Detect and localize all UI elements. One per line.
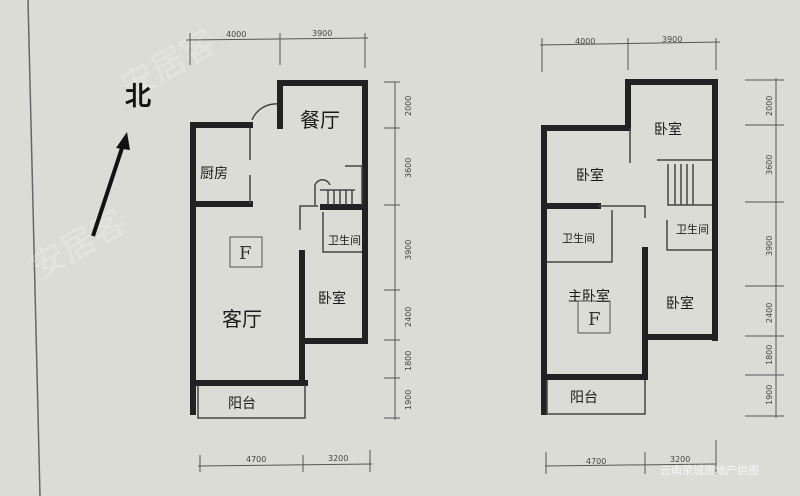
walls bbox=[541, 79, 718, 415]
dimension-lines bbox=[539, 38, 784, 474]
dim-side-6: 1900 bbox=[404, 390, 413, 410]
room-balcony: 阳台 bbox=[228, 396, 256, 412]
dim-bottom-2: 3200 bbox=[670, 455, 690, 464]
dim-top-2: 3900 bbox=[312, 29, 332, 38]
dim-top-2: 3900 bbox=[662, 35, 682, 44]
floor-1-plan: 4000 3900 4700 3200 2000 3600 3900 2400 … bbox=[185, 29, 413, 472]
marker-box bbox=[577, 300, 611, 334]
marker-f: F bbox=[239, 243, 252, 264]
dimension-lines bbox=[185, 33, 400, 472]
dim-bottom-2: 3200 bbox=[328, 454, 348, 463]
dim-side-2: 3600 bbox=[765, 155, 774, 175]
room-bathroom-w: 卫生间 bbox=[562, 231, 595, 245]
dim-side-3: 3900 bbox=[404, 240, 413, 260]
room-bedroom-nw: 卧室 bbox=[576, 167, 604, 184]
room-bathroom: 卫生间 bbox=[328, 233, 361, 247]
dim-side-1: 2000 bbox=[765, 96, 774, 116]
walls bbox=[190, 80, 368, 419]
floor-2-plan: 4000 3900 4700 3200 2000 3600 3900 2400 … bbox=[539, 35, 784, 474]
room-kitchen: 厨房 bbox=[200, 166, 228, 182]
dim-side-3: 3900 bbox=[765, 236, 774, 256]
room-bedroom-se: 卧室 bbox=[666, 295, 694, 312]
marker-f: F bbox=[588, 309, 601, 330]
dim-side-4: 2400 bbox=[765, 303, 774, 323]
room-master-bedroom: 主卧室 bbox=[568, 288, 610, 305]
north-arrow-icon bbox=[91, 132, 130, 237]
room-living: 客厅 bbox=[222, 307, 262, 331]
dim-side-4: 2400 bbox=[404, 307, 413, 327]
dim-side-2: 3600 bbox=[404, 158, 413, 178]
room-bedroom: 卧室 bbox=[318, 290, 346, 307]
dim-side-1: 2000 bbox=[404, 96, 413, 116]
page-edge bbox=[27, 0, 41, 496]
room-bedroom-ne: 卧室 bbox=[654, 121, 682, 138]
room-bathroom-e: 卫生间 bbox=[676, 222, 709, 236]
image-credit: 云南荣城房地产供图 bbox=[660, 463, 759, 477]
dim-bottom-1: 4700 bbox=[586, 457, 606, 466]
marker-box bbox=[229, 236, 263, 268]
dim-side-5: 1800 bbox=[765, 345, 774, 365]
dim-top-1: 4000 bbox=[226, 30, 246, 39]
room-dining: 餐厅 bbox=[300, 108, 340, 132]
dim-side-6: 1900 bbox=[765, 385, 774, 405]
dim-side-5: 1800 bbox=[404, 351, 413, 371]
north-label: 北 bbox=[125, 82, 151, 112]
dim-bottom-1: 4700 bbox=[246, 455, 266, 464]
dim-top-1: 4000 bbox=[575, 37, 595, 46]
room-balcony: 阳台 bbox=[570, 390, 598, 406]
watermark: 安居客 bbox=[25, 202, 133, 288]
